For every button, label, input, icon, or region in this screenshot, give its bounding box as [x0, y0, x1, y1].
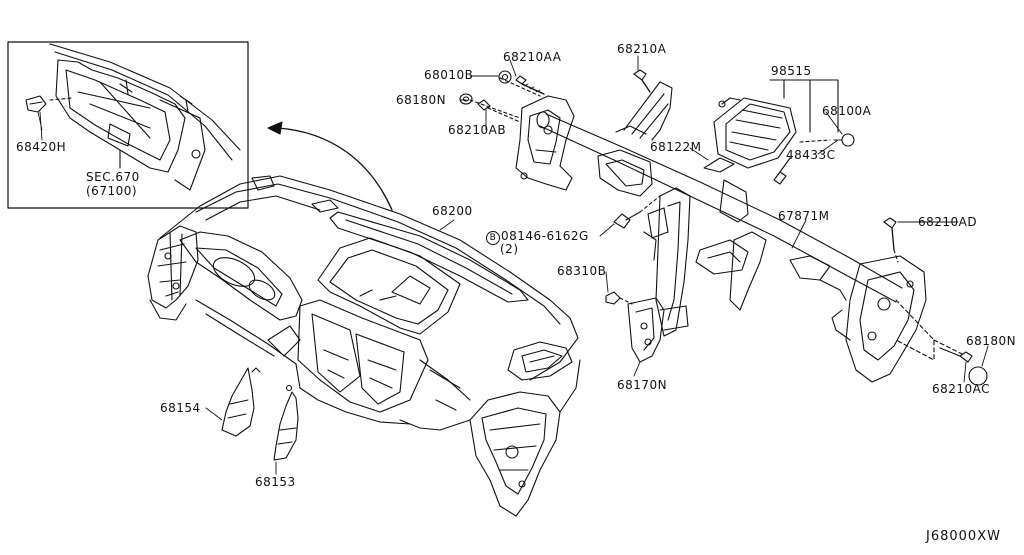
- label-68210AC: 68210AC: [932, 382, 991, 396]
- fasteners: [459, 69, 988, 386]
- label-68100A: 68100A: [822, 104, 872, 118]
- label-sec67100: (67100): [86, 184, 138, 198]
- small-brackets: [221, 367, 299, 461]
- label-68153: 68153: [255, 475, 296, 489]
- label-68210AA: 68210AA: [503, 50, 562, 64]
- label-sec670: SEC.670: [86, 170, 140, 184]
- leader-lines: [39, 55, 989, 475]
- label-68420H: 68420H: [16, 140, 67, 154]
- instrument-panel: [147, 175, 581, 517]
- label-68310B: 68310B: [557, 264, 607, 278]
- label-68010B: 68010B: [424, 68, 474, 82]
- diagram-code: J68000XW: [926, 529, 1001, 544]
- airbag-module: [713, 79, 855, 185]
- bolt-part-number: 08146-6162G: [501, 229, 589, 243]
- inset-panel: [7, 41, 249, 209]
- label-67871M: 67871M: [778, 209, 830, 223]
- label-68210A: 68210A: [617, 42, 667, 56]
- label-bolt-qty: (2): [500, 242, 519, 256]
- label-68200: 68200: [432, 204, 473, 218]
- label-68154: 68154: [160, 401, 201, 415]
- label-68180N-right: 68180N: [966, 334, 1017, 348]
- label-68180N-top: 68180N: [396, 93, 447, 107]
- bolt-symbol: B: [486, 231, 500, 245]
- inset-arrow: [267, 121, 393, 211]
- label-48433C: 48433C: [786, 148, 836, 162]
- label-68170N: 68170N: [617, 378, 668, 392]
- label-98515: 98515: [771, 64, 812, 78]
- steering-member: [515, 81, 927, 383]
- label-68210AB: 68210AB: [448, 123, 507, 137]
- label-68210AD: 68210AD: [918, 215, 978, 229]
- label-68122M: 68122M: [650, 140, 702, 154]
